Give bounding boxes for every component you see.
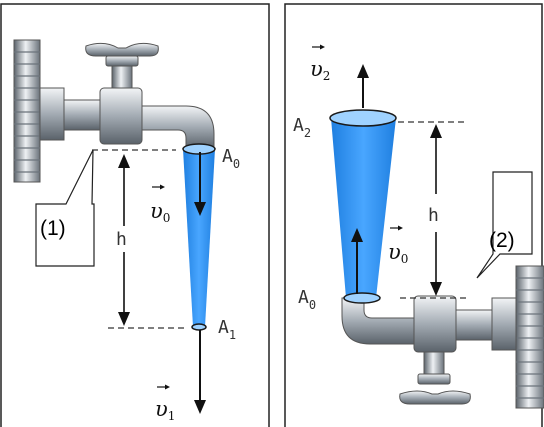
left-faucet (63, 42, 215, 149)
right-handle (399, 390, 471, 405)
right-faucet (341, 295, 493, 405)
left-water-stream (183, 149, 215, 327)
left-panel: h A0 A1 υ0 υ1 (1) (0, 3, 270, 427)
right-wall-plate (491, 265, 544, 409)
left-v1-arrow (194, 330, 206, 414)
left-area-bottom (191, 323, 207, 331)
right-callout: (2) (476, 171, 533, 279)
left-wall-plate (13, 39, 65, 183)
right-a2-label: A2 (293, 115, 311, 140)
svg-text:υ0: υ0 (150, 199, 170, 225)
right-panel: h A2 A0 υ0 υ2 (2) (284, 3, 544, 427)
svg-text:υ0: υ0 (388, 240, 408, 266)
right-v0-arrow (351, 228, 363, 294)
left-v0-arrow (194, 152, 206, 216)
right-v0-label: υ0 (388, 225, 408, 266)
right-area-bottom (343, 292, 381, 304)
left-callout: (1) (35, 149, 95, 267)
left-handle (85, 42, 159, 57)
right-v2-label: υ2 (310, 44, 330, 83)
left-h-label: h (116, 229, 127, 250)
right-h-label: h (428, 205, 439, 226)
right-water-stream (331, 118, 396, 298)
right-panel-frame (284, 3, 543, 427)
right-a0-label: A0 (298, 287, 316, 312)
svg-text:υ1: υ1 (155, 397, 175, 423)
right-v2-arrow (357, 64, 369, 108)
left-a0-label: A0 (222, 146, 240, 171)
right-h-dimension (430, 124, 442, 296)
left-h-dimension (118, 154, 130, 326)
left-v0-label: υ0 (150, 184, 170, 225)
right-callout-label: (2) (489, 229, 515, 252)
left-a1-label: A1 (218, 317, 236, 342)
left-v1-label: υ1 (155, 384, 175, 423)
left-panel-frame (0, 3, 270, 427)
left-callout-label: (1) (40, 217, 66, 240)
right-area-top (329, 109, 397, 127)
svg-text:υ2: υ2 (310, 57, 330, 83)
